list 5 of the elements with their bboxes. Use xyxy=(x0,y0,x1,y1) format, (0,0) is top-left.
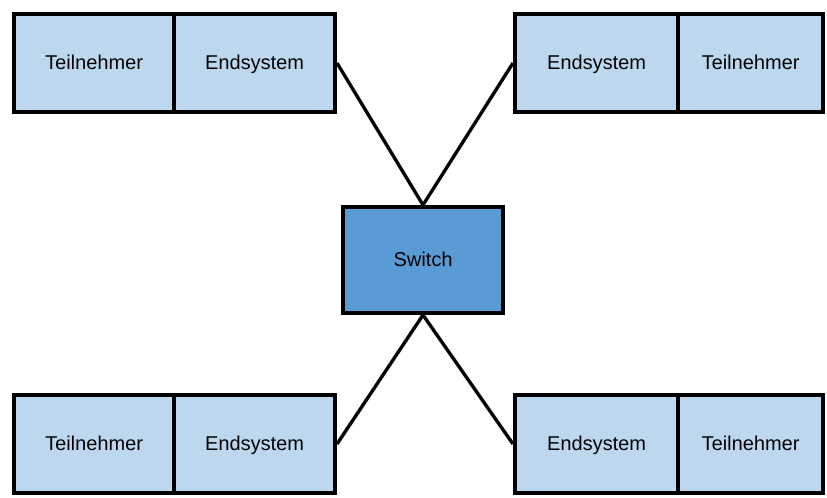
switch-box: Switch xyxy=(341,205,505,315)
connector-line xyxy=(422,314,514,445)
connector-line xyxy=(422,62,514,206)
connector-line xyxy=(336,314,424,445)
connector-line xyxy=(336,62,424,206)
